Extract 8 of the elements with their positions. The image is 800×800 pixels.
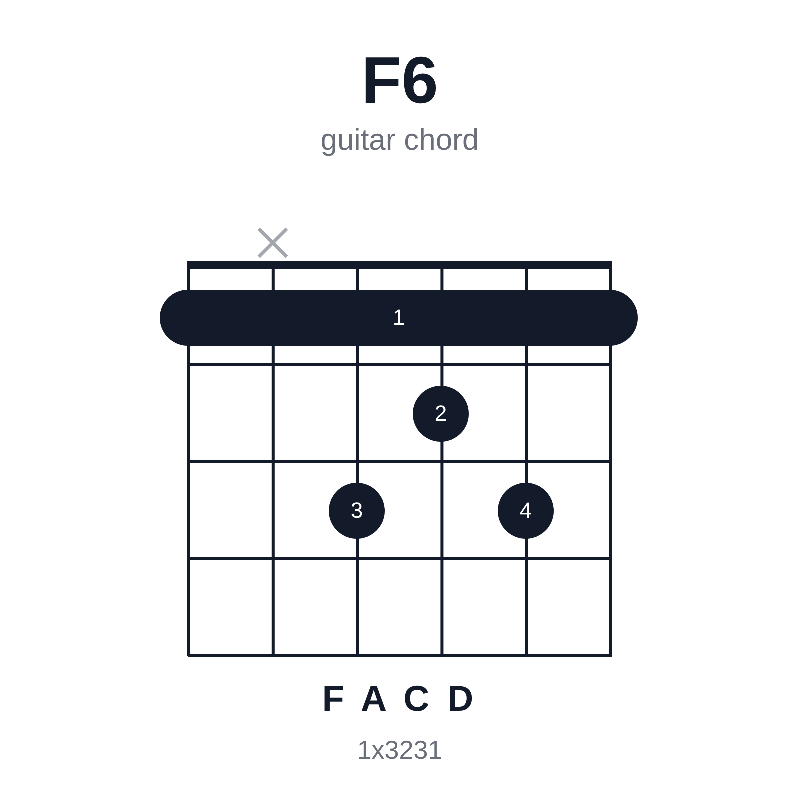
- finger-dot: 4: [498, 483, 554, 539]
- note-names: F A C D: [322, 678, 478, 720]
- barre-marker: 1: [160, 290, 638, 346]
- fret-numbers: 1x3231: [357, 735, 443, 766]
- finger-dot: 2: [413, 386, 469, 442]
- chord-type: guitar chord: [320, 124, 480, 158]
- chord-name: F6: [361, 42, 439, 118]
- finger-dot: 3: [329, 483, 385, 539]
